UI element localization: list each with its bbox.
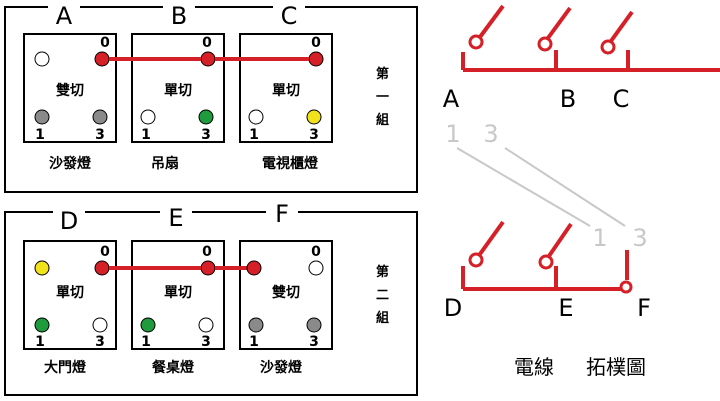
terminal-1-dot <box>140 109 156 125</box>
terminal-0-label: 0 <box>311 35 321 51</box>
terminal-3-dot <box>92 109 108 125</box>
switch-sofa-double-2[interactable]: 0 雙切 1 3 <box>239 240 333 350</box>
letter-d: D <box>60 207 78 235</box>
light-label: 沙發燈 <box>49 155 92 172</box>
indicator-dot <box>34 51 50 67</box>
terminal-1-label: 1 <box>141 127 151 143</box>
terminal-3-dot <box>306 109 322 125</box>
terminal-0-dot <box>94 260 110 276</box>
switch-dining-table[interactable]: 0 單切 1 3 <box>131 240 225 350</box>
terminal-1-label: 1 <box>35 127 45 143</box>
terminal-1-dot <box>34 317 50 333</box>
upper-terminal-3: 3 <box>483 120 498 148</box>
topo-letter-f: F <box>637 294 651 322</box>
light-label: 大門燈 <box>44 359 87 376</box>
switch-lever <box>468 220 505 268</box>
group-2-frame <box>4 211 418 396</box>
terminal-1-label: 1 <box>141 334 151 350</box>
switch-type: 雙切 <box>272 284 300 301</box>
terminal-1-dot <box>248 317 264 333</box>
switch-lever <box>600 10 634 55</box>
terminal-3-dot <box>92 317 108 333</box>
terminal-3-label: 3 <box>95 334 105 350</box>
topo-letter-e: E <box>558 294 573 322</box>
terminal-3-dot <box>198 317 214 333</box>
terminal-1-dot <box>248 109 264 125</box>
terminal-0-label: 0 <box>202 244 212 260</box>
letter-f: F <box>275 200 289 228</box>
letter-c: C <box>281 2 298 30</box>
upper-terminal-1: 1 <box>445 120 460 148</box>
group-label: 第 二 組 <box>376 264 394 326</box>
letter-a: A <box>56 2 73 30</box>
terminal-0-dot <box>94 51 110 67</box>
switch-type: 單切 <box>164 285 192 301</box>
terminal-0-label: 0 <box>202 35 212 51</box>
traveler-wire <box>456 147 591 227</box>
terminal-1-label: 1 <box>35 334 45 350</box>
terminal-1-dot <box>140 317 156 333</box>
topo-letter-b: B <box>560 85 576 113</box>
switch-sofa-double[interactable]: 0 雙切 1 3 <box>23 33 117 143</box>
letter-e: E <box>168 204 183 232</box>
terminal-dot <box>619 280 633 294</box>
terminal-dot <box>246 260 262 276</box>
topo-letter-a: A <box>443 85 460 113</box>
terminal-3-label: 3 <box>201 127 211 143</box>
terminal-0-label: 0 <box>100 244 110 260</box>
terminal-1-label: 1 <box>249 334 259 350</box>
switch-lever <box>538 222 573 270</box>
light-label: 餐桌燈 <box>151 359 195 376</box>
switch-front-door[interactable]: 0 單切 1 3 <box>23 240 117 350</box>
switch-tv-cabinet[interactable]: 0 單切 1 3 <box>239 33 333 143</box>
terminal-3-dot <box>306 317 322 333</box>
light-label: 沙發燈 <box>260 359 303 376</box>
terminal-3-dot <box>198 109 214 125</box>
caption-wire: 電線 <box>514 355 554 379</box>
terminal-0-dot <box>308 260 324 276</box>
light-label: 吊扇 <box>151 155 179 172</box>
switch-type: 雙切 <box>56 82 84 99</box>
traveler-wire <box>504 147 626 227</box>
terminal-3-label: 3 <box>309 127 319 143</box>
terminal-0-label: 0 <box>100 35 110 51</box>
topology-diagram: A B C 1 3 1 3 D E F 電線 拓樸圖 <box>443 4 720 379</box>
group-1-frame <box>4 6 418 193</box>
terminal-3-label: 3 <box>201 334 211 350</box>
group-label: 第 一 組 <box>376 66 394 128</box>
group-1: A B C 0 雙切 1 3 沙發燈 0 單切 1 3 吊扇 <box>4 0 418 193</box>
switch-ceiling-fan[interactable]: 0 單切 1 3 <box>131 33 225 143</box>
terminal-1-label: 1 <box>249 127 259 143</box>
switch-lever <box>468 4 505 50</box>
group-2: D E F 0 單切 1 3 大門燈 0 單切 1 3 餐桌燈 <box>4 200 418 396</box>
lower-terminal-3: 3 <box>632 224 647 252</box>
terminal-0-dot <box>200 51 216 67</box>
lower-terminal-1: 1 <box>592 224 607 252</box>
switch-lever <box>537 6 572 52</box>
terminal-0-dot <box>308 51 324 67</box>
indicator-dot <box>34 260 50 276</box>
terminal-0-label: 0 <box>311 244 321 260</box>
light-label: 電視櫃燈 <box>262 155 319 172</box>
terminal-0-dot <box>200 260 216 276</box>
terminal-3-label: 3 <box>95 127 105 143</box>
switch-type: 單切 <box>164 83 192 99</box>
switch-type: 單切 <box>272 83 300 99</box>
switch-type: 單切 <box>56 285 84 301</box>
terminal-3-label: 3 <box>309 334 319 350</box>
topo-letter-c: C <box>613 85 630 113</box>
topo-letter-d: D <box>444 294 462 322</box>
terminal-1-dot <box>34 109 50 125</box>
caption-topology: 拓樸圖 <box>586 355 646 379</box>
letter-b: B <box>171 2 187 30</box>
